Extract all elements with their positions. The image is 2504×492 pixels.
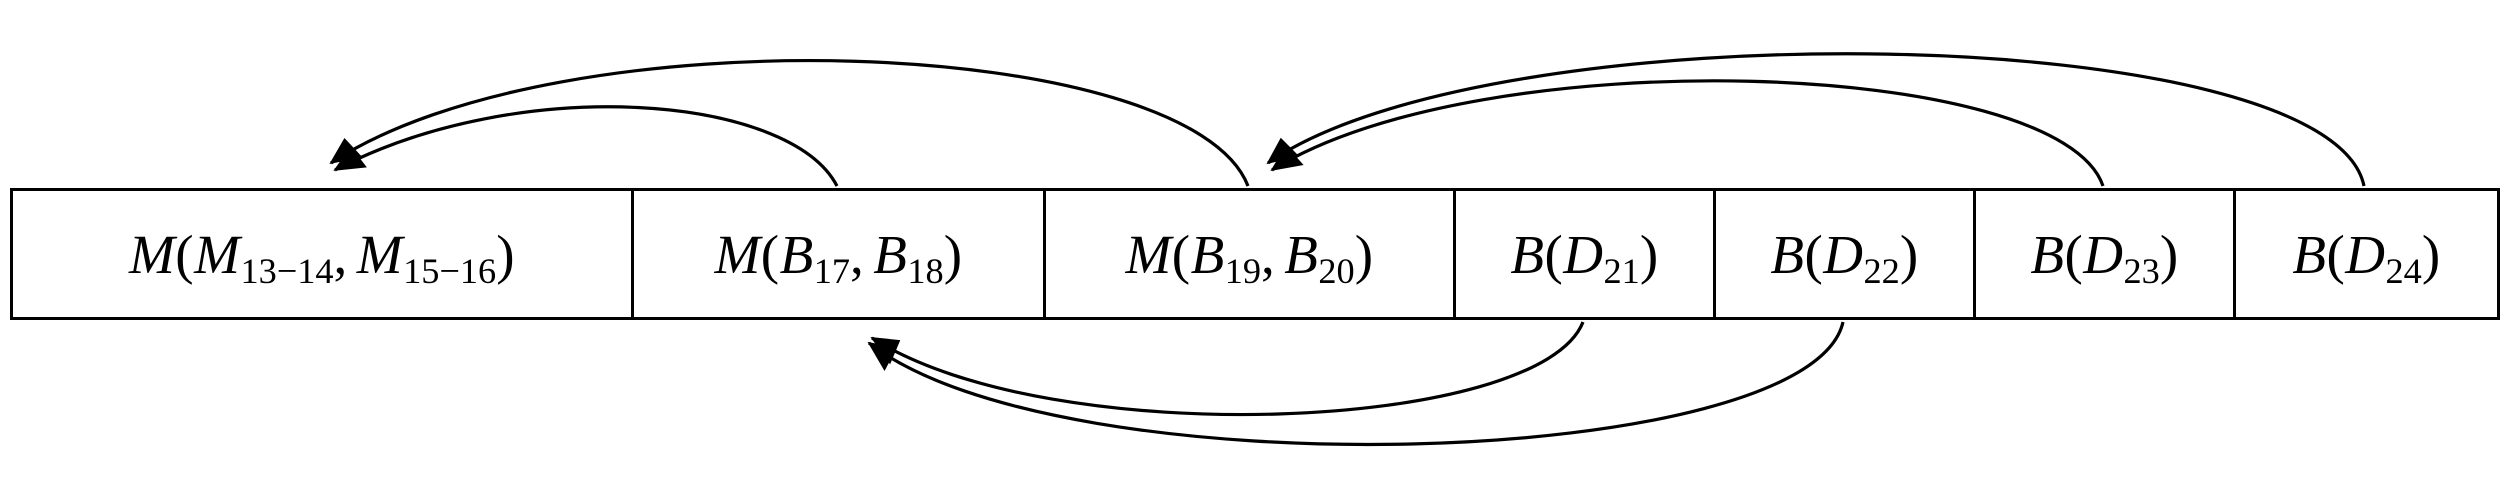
cell-label-2: M(B17,B18) bbox=[714, 223, 963, 292]
cell-label-6: B(D23) bbox=[2030, 223, 2179, 292]
arc-cell4-to-cell2 bbox=[870, 321, 1585, 417]
cell-label-1: M(M13−14,M15−16) bbox=[128, 223, 516, 292]
cell-b-d24[interactable]: B(D24) bbox=[2236, 191, 2497, 317]
cell-b-d21[interactable]: B(D21) bbox=[1456, 191, 1716, 317]
cell-b-d23[interactable]: B(D23) bbox=[1976, 191, 2236, 317]
cell-label-4: B(D21) bbox=[1510, 223, 1659, 292]
cell-b-d22[interactable]: B(D22) bbox=[1716, 191, 1976, 317]
arc-cell3-to-cell1 bbox=[329, 59, 1250, 187]
arc-cell5-to-cell2 bbox=[867, 321, 1845, 447]
arc-cell7-to-cell3 bbox=[1266, 52, 2366, 187]
cell-m-b19-b20[interactable]: M(B19,B20) bbox=[1046, 191, 1456, 317]
cell-m-m13-14-m15-16[interactable]: M(M13−14,M15−16) bbox=[13, 191, 634, 317]
cell-m-b17-b18[interactable]: M(B17,B18) bbox=[634, 191, 1046, 317]
cell-label-5: B(D22) bbox=[1770, 223, 1919, 292]
arc-cell6-to-cell3 bbox=[1270, 79, 2105, 187]
cell-strip: M(M13−14,M15−16) M(B17,B18) M(B19,B20) B… bbox=[10, 188, 2500, 320]
cell-label-7: B(D24) bbox=[2292, 223, 2441, 292]
arc-cell2-to-cell1 bbox=[333, 105, 839, 187]
cell-label-3: M(B19,B20) bbox=[1125, 223, 1374, 292]
